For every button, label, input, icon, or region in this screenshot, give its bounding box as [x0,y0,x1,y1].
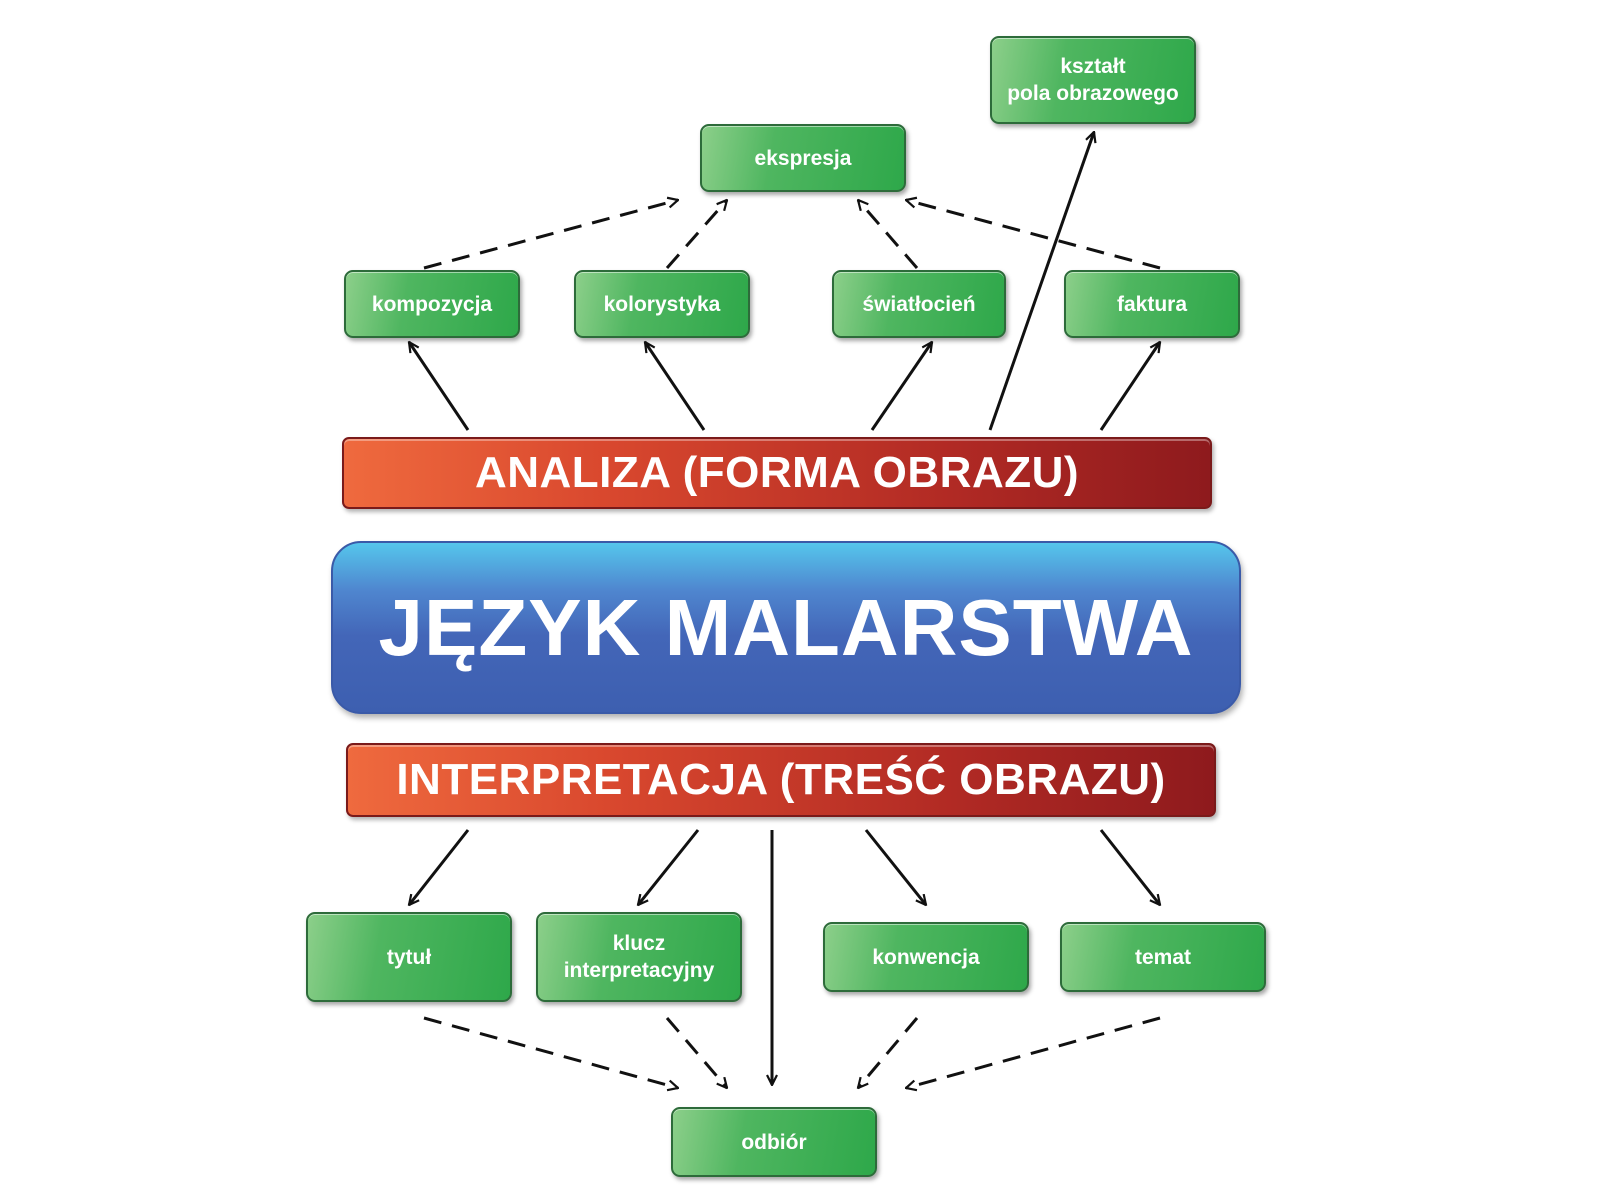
node-faktura: faktura [1064,270,1240,338]
arrow-interpretacja-to-konwencja [864,829,926,905]
analysis-bar: ANALIZA (FORMA OBRAZU) [342,437,1212,509]
arrow-analiza-to-ksztalt [988,132,1094,431]
arrow-analiza-to-kolorystyka [645,342,706,431]
node-ksztalt-pola-obrazowego: kształt pola obrazowego [990,36,1196,124]
node-odbior: odbiór [671,1107,877,1177]
node-klucz-interpretacyjny: klucz interpretacyjny [536,912,742,1002]
node-ekspresja: ekspresja [700,124,906,192]
center-title: JĘZYK MALARSTWA [331,541,1241,714]
arrow-analiza-to-kompozycja [409,342,470,431]
arrow-faktura-to-ekspresja [906,200,1161,270]
node-kolorystyka: kolorystyka [574,270,750,338]
arrow-konwencja-to-odbior [858,1017,919,1088]
arrow-analiza-to-faktura [1099,342,1160,431]
node-kompozycja: kompozycja [344,270,520,338]
arrow-klucz-to-odbior [665,1017,727,1088]
arrow-kompozycja-to-ekspresja [423,200,678,270]
node-tytul: tytuł [306,912,512,1002]
node-swiatlocien: światłocień [832,270,1006,338]
arrow-interpretacja-to-tytul [409,829,470,905]
arrow-kolorystyka-to-ekspresja [665,200,727,269]
arrow-tytul-to-odbior [423,1016,678,1088]
node-temat: temat [1060,922,1266,992]
arrow-interpretacja-to-klucz [638,829,700,905]
arrow-temat-to-odbior [906,1016,1161,1088]
interpretation-bar: INTERPRETACJA (TREŚĆ OBRAZU) [346,743,1216,817]
arrow-interpretacja-to-temat [1099,829,1160,905]
arrow-swiatlocien-to-ekspresja [858,200,919,269]
arrow-analiza-to-swiatlocien [870,342,932,431]
node-konwencja: konwencja [823,922,1029,992]
